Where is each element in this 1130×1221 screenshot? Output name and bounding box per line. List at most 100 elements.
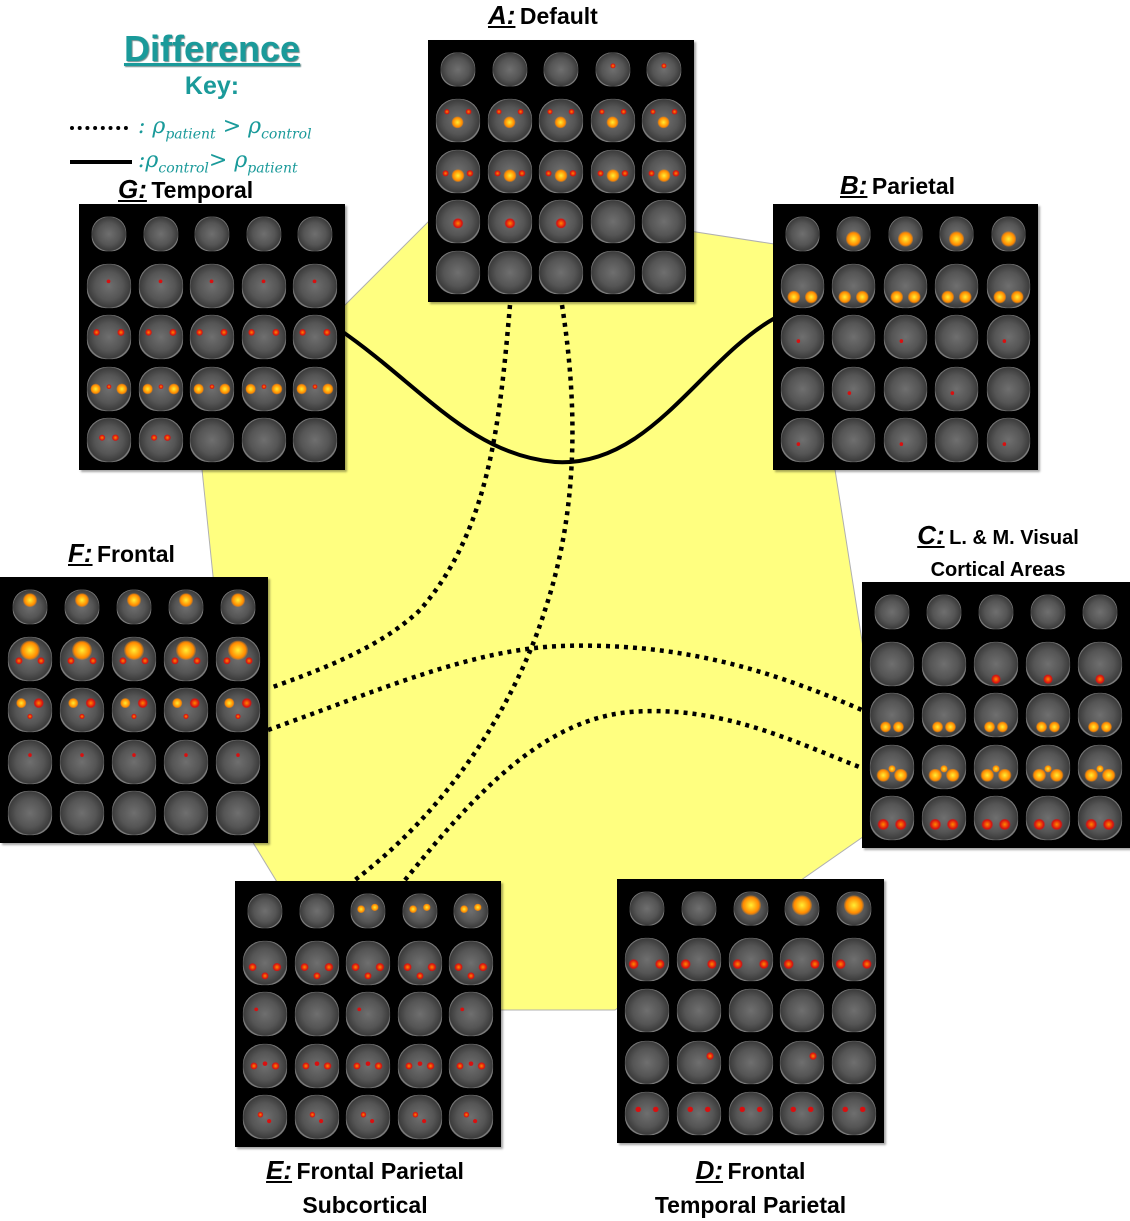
brain-slice <box>449 1043 494 1088</box>
brain-slice <box>293 418 338 463</box>
brain-slice <box>190 366 234 411</box>
activation-blob <box>235 752 241 758</box>
activation-blob <box>568 108 575 115</box>
brain-slice <box>543 52 579 87</box>
activation-blob <box>998 768 1012 782</box>
brain-slice <box>241 315 286 359</box>
activation-blob <box>375 1061 383 1070</box>
brain-slice <box>624 1040 669 1084</box>
activation-blob <box>846 231 862 247</box>
brain-map-network-c <box>862 582 1130 848</box>
activation-blob <box>318 1118 324 1125</box>
activation-blob <box>219 383 231 394</box>
brain-slice <box>138 315 183 359</box>
activation-blob <box>324 962 334 972</box>
brain-slice <box>59 739 105 784</box>
brain-slice <box>624 1091 669 1136</box>
brain-slice <box>624 938 669 982</box>
brain-slice <box>874 594 910 629</box>
activation-blob <box>371 903 379 912</box>
brain-slice <box>647 52 682 87</box>
brain-slice <box>215 739 261 784</box>
activation-blob <box>231 593 245 607</box>
activation-blob <box>451 116 464 129</box>
activation-blob <box>351 962 361 972</box>
connection-a-f <box>269 304 513 691</box>
activation-blob <box>111 434 119 442</box>
brain-slice <box>780 366 825 411</box>
brain-slice <box>241 263 286 308</box>
activation-blob <box>657 168 671 182</box>
brain-slice <box>86 315 131 359</box>
brain-slice <box>1025 641 1071 686</box>
activation-blob <box>266 1118 272 1125</box>
brain-slice <box>681 891 716 926</box>
activation-blob <box>460 905 469 913</box>
brain-slice <box>402 893 437 928</box>
activation-blob <box>189 698 200 709</box>
connection-a-e <box>353 304 575 882</box>
activation-blob <box>261 278 266 284</box>
activation-blob <box>20 639 40 660</box>
activation-blob <box>810 959 821 969</box>
activation-blob <box>890 289 904 303</box>
brain-slice <box>1077 641 1123 686</box>
activation-blob <box>796 339 801 344</box>
brain-slice <box>935 315 979 359</box>
activation-blob <box>609 63 616 69</box>
brain-slice <box>780 938 825 982</box>
brain-slice <box>832 1091 877 1136</box>
activation-blob <box>196 329 204 337</box>
activation-blob <box>271 1061 280 1070</box>
activation-blob <box>1084 768 1098 782</box>
brain-slice <box>921 693 967 737</box>
brain-slice <box>935 366 979 411</box>
activation-blob <box>241 698 252 709</box>
activation-blob <box>596 169 604 177</box>
brain-slice <box>143 216 178 251</box>
brain-slice <box>780 315 825 359</box>
activation-blob <box>323 1061 332 1070</box>
activation-blob <box>707 959 717 969</box>
brain-slice <box>986 418 1031 463</box>
brain-slice <box>449 940 494 985</box>
brain-slice <box>64 589 100 624</box>
label-network-d: D: Frontal Temporal Parietal <box>654 1155 847 1218</box>
activation-blob <box>929 819 941 831</box>
activation-blob <box>89 656 97 665</box>
activation-blob <box>323 383 334 394</box>
activation-blob <box>90 383 101 394</box>
activation-blob <box>158 278 163 284</box>
activation-blob <box>357 905 365 913</box>
activation-blob <box>253 1007 259 1012</box>
activation-blob <box>248 962 257 972</box>
activation-blob <box>144 329 152 337</box>
brain-slice <box>1082 594 1118 629</box>
activation-blob <box>27 752 33 758</box>
activation-blob <box>456 1061 465 1070</box>
activation-blob <box>421 1118 427 1125</box>
activation-blob <box>554 116 568 129</box>
activation-blob <box>606 116 619 129</box>
activation-blob <box>209 278 215 284</box>
activation-blob <box>944 721 957 733</box>
brain-slice <box>676 1040 721 1084</box>
activation-blob <box>168 383 179 394</box>
brain-slice <box>397 1095 442 1140</box>
legend-key: Difference Key: : ρpatient > ρcontrol :ρ… <box>62 28 362 176</box>
activation-blob <box>272 329 280 337</box>
activation-blob <box>75 593 89 607</box>
activation-blob <box>460 1007 465 1012</box>
activation-blob <box>758 959 769 969</box>
brain-slice <box>440 52 475 87</box>
brain-slice <box>888 216 923 251</box>
brain-slice <box>350 893 386 928</box>
activation-blob <box>23 593 37 607</box>
brain-slice <box>246 216 281 251</box>
brain-slice <box>590 149 635 193</box>
activation-blob <box>93 329 101 337</box>
activation-blob <box>402 962 412 972</box>
brain-slice <box>59 636 105 681</box>
activation-blob <box>650 108 657 115</box>
activation-blob <box>791 895 813 916</box>
